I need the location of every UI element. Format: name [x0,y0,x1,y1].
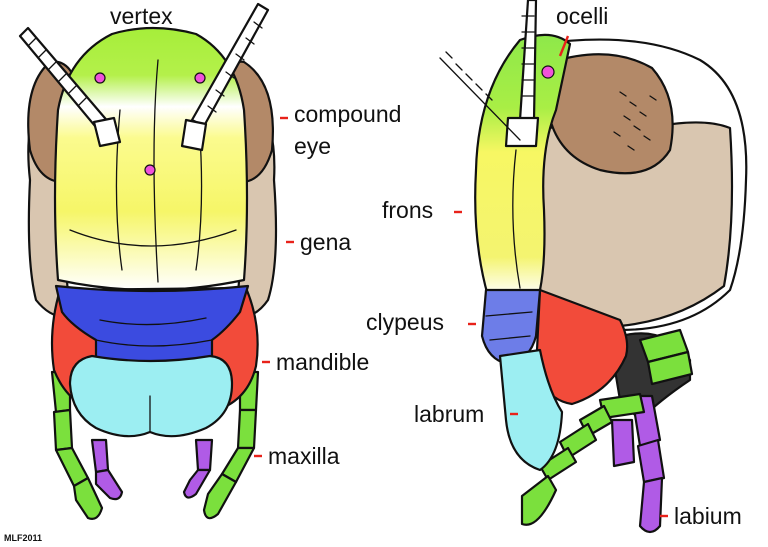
label-mandible: mandible [276,349,369,375]
side-view-head [439,0,748,534]
label-compound-eye-line1: compound [294,101,401,127]
side-ocellus [541,65,555,79]
side-antenna [439,0,540,148]
tick-ocelli [558,35,570,57]
label-vertex: vertex [110,3,173,29]
side-maxilla-palps [520,328,694,526]
front-ocellus-median [144,164,156,176]
label-ocelli: ocelli [556,3,608,29]
label-maxilla: maxilla [268,443,340,469]
front-labrum [68,354,234,438]
front-view-head [18,2,278,520]
side-compound-eye [546,53,674,175]
side-eye-facets [613,91,657,151]
leader-ticks [254,35,668,518]
label-gena: gena [300,229,351,255]
front-antenna-right [180,2,270,152]
side-labrum [498,348,564,472]
front-labium-palps [90,438,214,501]
label-labium: labium [674,503,742,529]
credit-text: MLF2011 [4,533,42,543]
label-labrum: labrum [414,401,484,427]
side-frons [474,33,572,298]
front-face-frons [53,26,249,292]
label-compound-eye-line2: eye [294,133,331,159]
label-frons: frons [382,197,433,223]
label-clypeus: clypeus [366,309,444,335]
front-ocellus-left [94,72,106,84]
front-ocellus-right [194,72,206,84]
front-antenna-left [18,26,122,148]
side-labium-palps [610,394,666,534]
